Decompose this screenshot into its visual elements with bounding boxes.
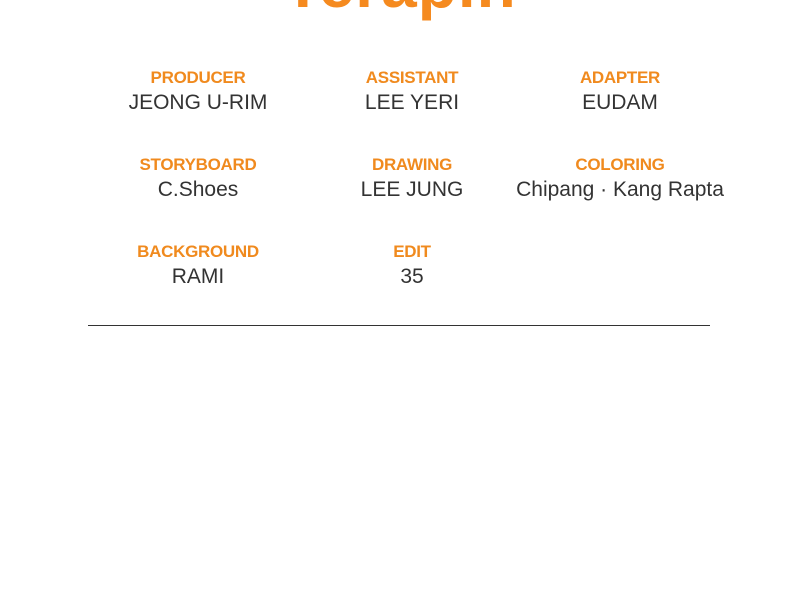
credit-role: STORYBOARD [139, 155, 257, 174]
credit-role: ASSISTANT [365, 68, 459, 87]
credit-name: 35 [400, 265, 424, 288]
credit-role: BACKGROUND [137, 242, 259, 261]
credit-storyboard: STORYBOARD C.Shoes [88, 155, 308, 203]
divider [88, 325, 710, 326]
credit-producer: PRODUCER JEONG U-RIM [88, 68, 308, 116]
credit-background: BACKGROUND RAMI [88, 242, 308, 290]
credit-coloring: COLORING Chipang · Kang Rapta [510, 155, 730, 203]
publisher-logo: Terapin [0, 0, 800, 22]
credit-name: LEE JUNG [360, 178, 464, 201]
credit-role: COLORING [575, 155, 665, 174]
credit-adapter: ADAPTER EUDAM [510, 68, 730, 116]
credit-name: JEONG U-RIM [128, 91, 268, 114]
credit-role: PRODUCER [150, 68, 246, 87]
credit-assistant: ASSISTANT LEE YERI [302, 68, 522, 116]
credit-name: EUDAM [582, 91, 658, 114]
credit-name: RAMI [171, 265, 225, 288]
credit-edit: EDIT 35 [302, 242, 522, 290]
credit-role: ADAPTER [579, 68, 661, 87]
credit-name: LEE YERI [364, 91, 460, 114]
credit-name: Chipang · Kang Rapta [516, 178, 724, 201]
credit-role: EDIT [393, 242, 431, 261]
credit-role: DRAWING [371, 155, 453, 174]
credit-name: C.Shoes [157, 178, 239, 201]
credit-drawing: DRAWING LEE JUNG [302, 155, 522, 203]
